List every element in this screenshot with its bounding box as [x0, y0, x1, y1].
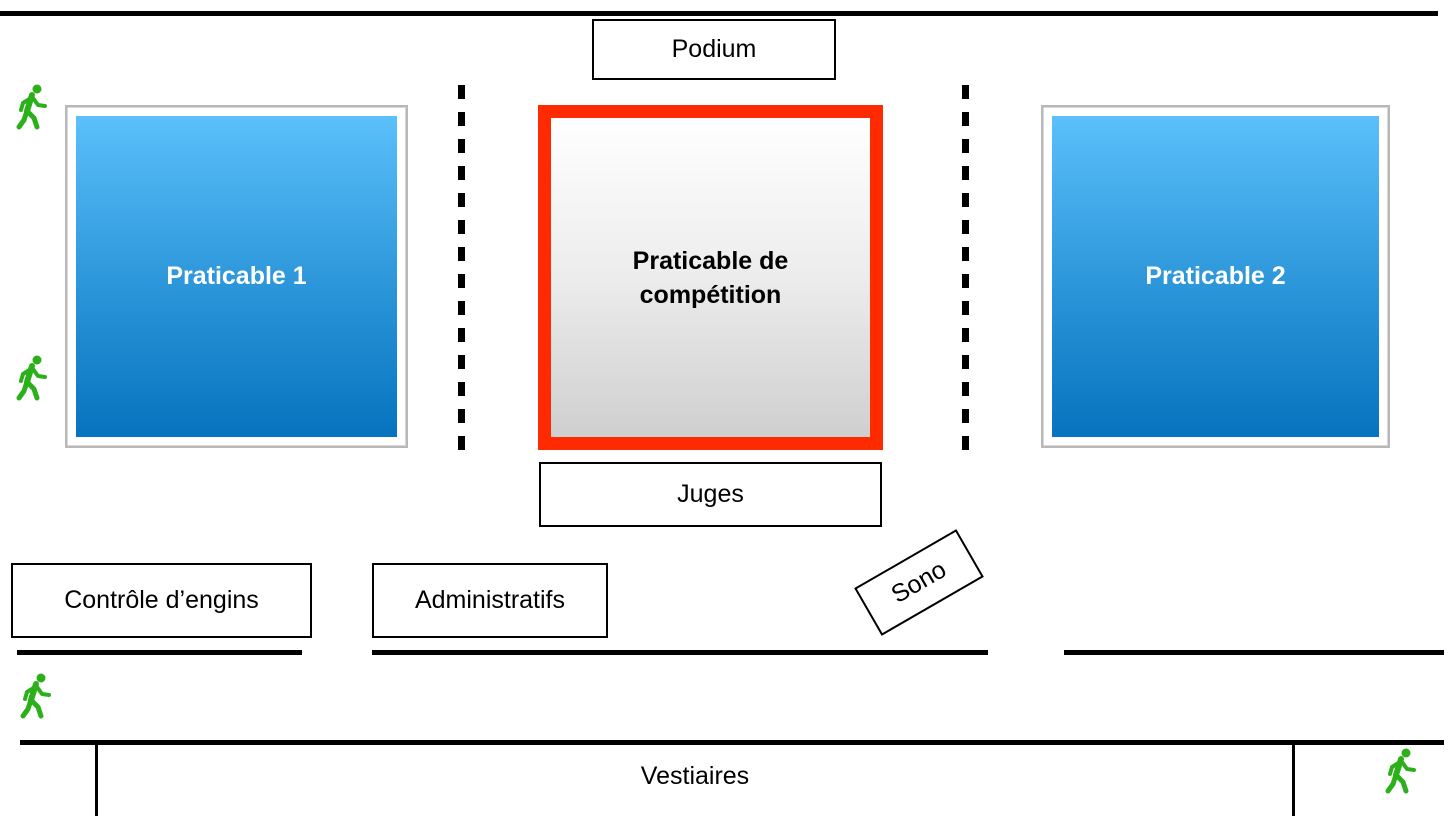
podium-label: Podium — [671, 35, 757, 63]
praticable-1-surface: Praticable 1 — [76, 116, 397, 437]
praticable-competition-label: Praticable de compétition — [632, 246, 789, 309]
controle-engins-label: Contrôle d’engins — [64, 586, 259, 614]
praticable-1: Praticable 1 — [65, 105, 408, 448]
sono-box: Sono — [854, 529, 984, 636]
praticable-2-label: Praticable 2 — [1145, 262, 1286, 290]
bottom-wall — [20, 740, 1444, 745]
middle-wall-right — [1064, 650, 1444, 655]
pedestrian-icon — [16, 84, 47, 130]
administratifs-box: Administratifs — [372, 563, 608, 638]
vestiaires-left-divider — [95, 740, 98, 816]
left-dotted-separator — [458, 85, 465, 463]
praticable-2-surface: Praticable 2 — [1052, 116, 1379, 437]
pedestrian-icon — [1385, 748, 1416, 794]
pedestrian-icon — [16, 355, 47, 401]
praticable-2: Praticable 2 — [1041, 105, 1390, 448]
controle-engins-box: Contrôle d’engins — [11, 563, 312, 638]
pedestrian-icon — [20, 673, 51, 719]
vestiaires-right-divider — [1292, 740, 1295, 816]
administratifs-label: Administratifs — [414, 586, 566, 614]
juges-box: Juges — [539, 462, 882, 527]
praticable-competition: Praticable de compétition — [538, 105, 883, 450]
vestiaires-label: Vestiaires — [640, 762, 750, 790]
sono-label: Sono — [886, 555, 952, 609]
top-wall — [0, 11, 1438, 16]
juges-label: Juges — [677, 480, 744, 508]
praticable-1-label: Praticable 1 — [166, 262, 307, 290]
middle-wall-left — [17, 650, 302, 655]
podium-box: Podium — [592, 19, 836, 80]
right-dotted-separator — [962, 85, 969, 463]
middle-wall-center — [372, 650, 988, 655]
